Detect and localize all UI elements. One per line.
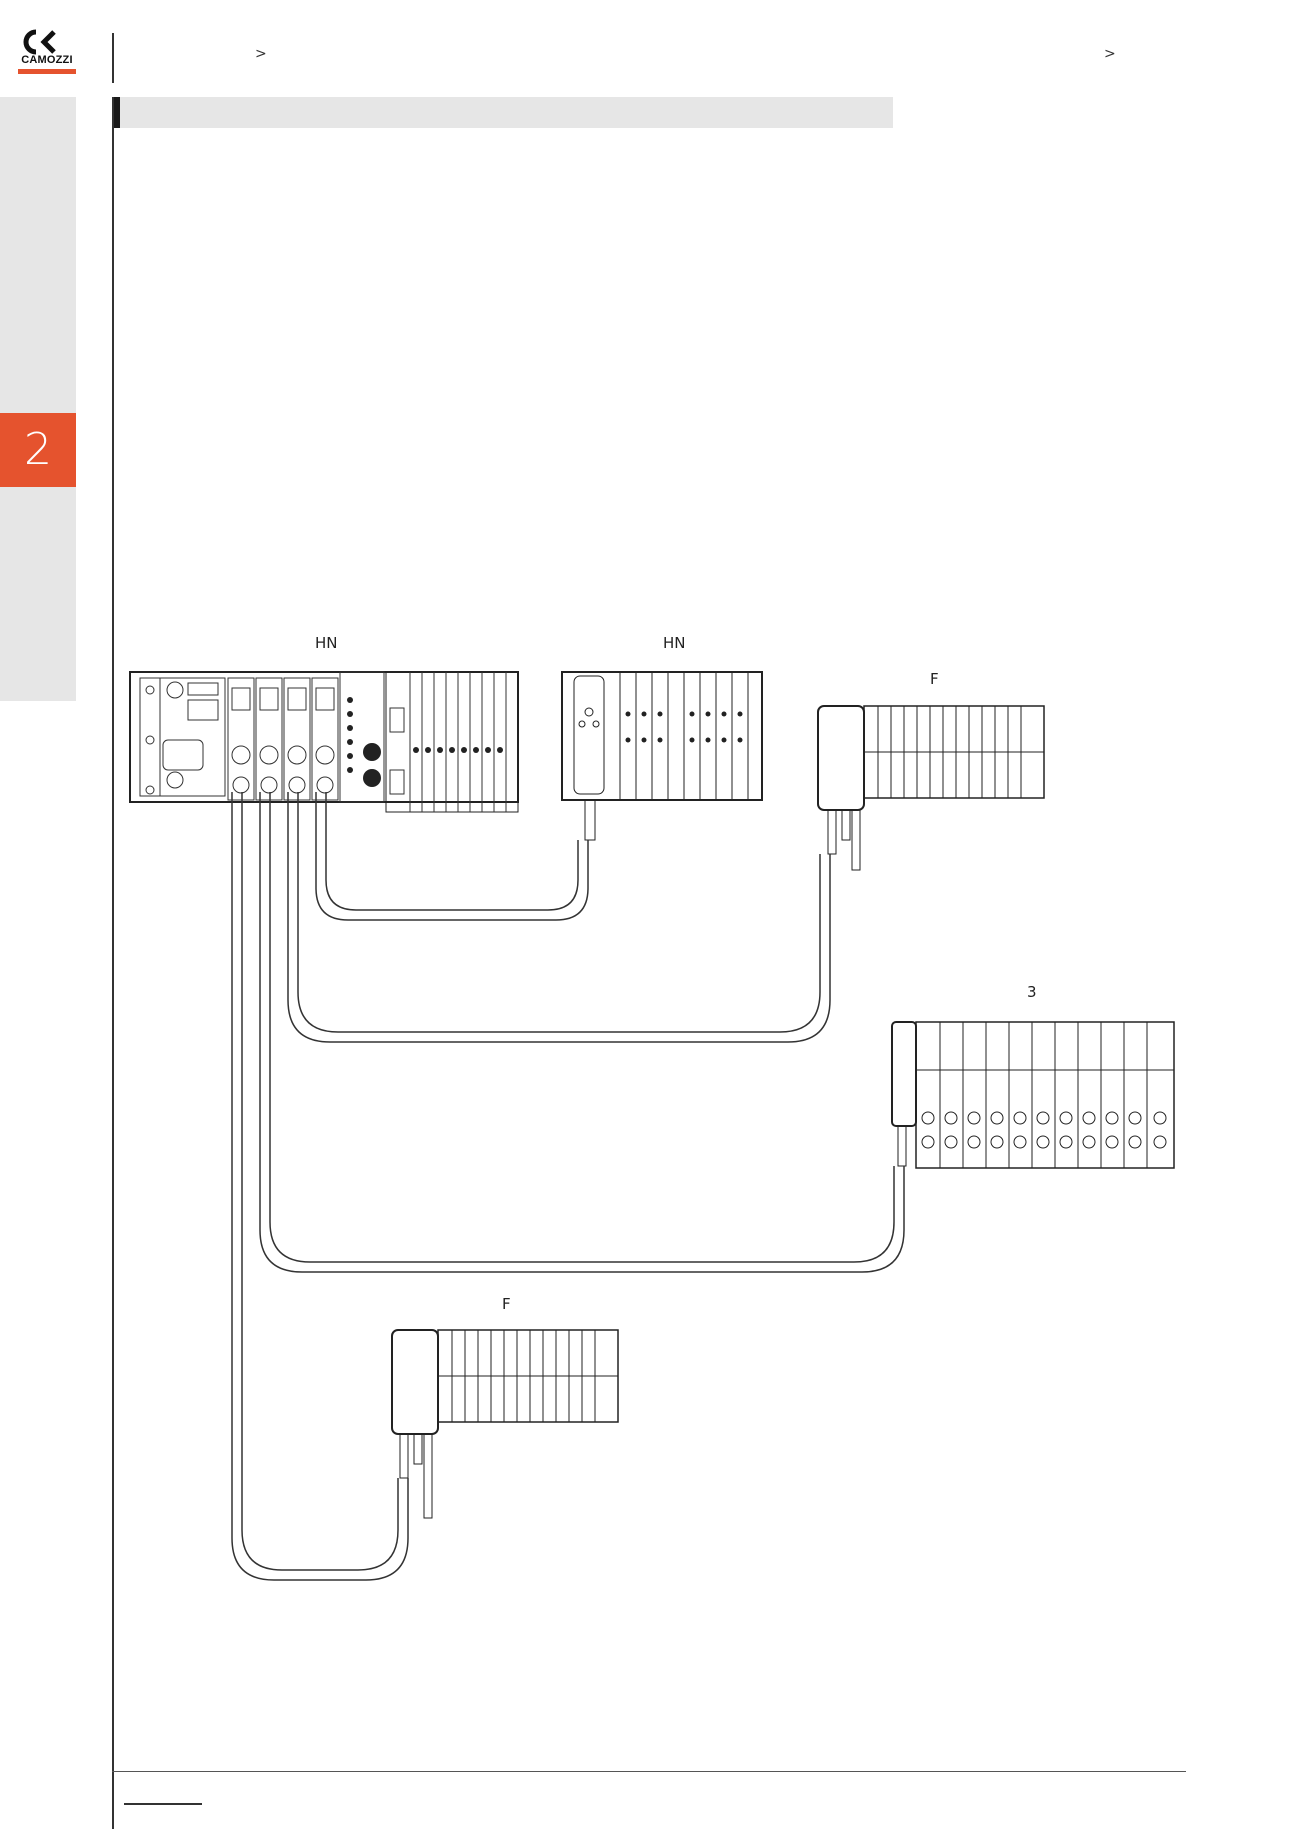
cable-to-slave-hn [315,792,589,921]
chapter-number-tab[interactable]: 2 [0,413,76,487]
label-slave-hn: HN [663,634,686,652]
master-hn-module [129,671,519,813]
brand-underline [18,69,76,74]
brand-name: CAMOZZI [21,54,73,66]
header-divider [112,33,114,83]
cable-to-slave-3 [259,792,905,1273]
label-slave-3: 3 [1027,983,1037,1001]
chapter-side-band [0,97,76,701]
camozzi-logo-icon [23,29,56,55]
page-margin-line [112,97,114,1829]
section-title-accent [112,97,120,128]
slave-hn-module [561,671,763,841]
footer-short-rule [124,1803,202,1805]
footer-rule [112,1771,1186,1772]
label-master-hn: HN [315,634,338,652]
slave-3-module [891,1021,1175,1169]
slave-f-bottom-module [391,1329,619,1519]
label-slave-f-bottom: F [502,1295,511,1313]
label-slave-f-top: F [930,670,939,688]
section-title-bar [112,97,893,128]
cable-to-slave-f-bottom [231,792,409,1581]
breadcrumb-separator-1: > [255,46,267,62]
cable-to-slave-f-top [287,792,831,1043]
slave-f-top-module [817,705,1045,871]
breadcrumb-separator-2: > [1104,46,1116,62]
